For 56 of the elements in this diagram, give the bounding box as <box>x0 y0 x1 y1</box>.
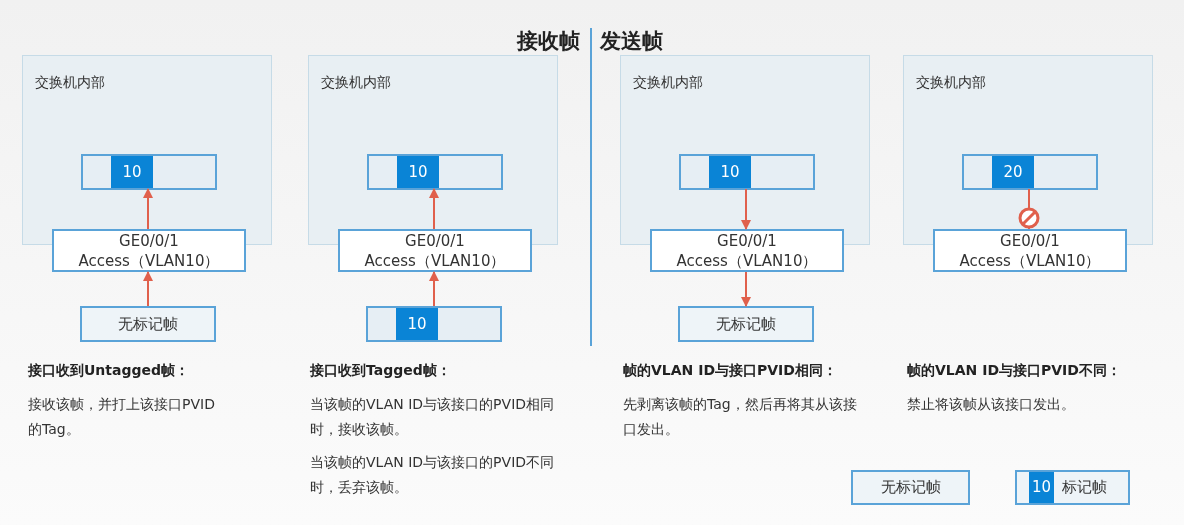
panel-title: 交换机内部 <box>916 73 986 92</box>
vlan-tag: 20 <box>992 156 1034 188</box>
arrow <box>741 188 751 230</box>
port-text: GE0/0/1 <box>405 230 465 251</box>
panel-title: 交换机内部 <box>35 73 105 92</box>
switch-internal-panel <box>903 55 1153 245</box>
tagged-frame <box>81 154 217 190</box>
vlan-tag: 10 <box>111 156 153 188</box>
description-text: 当该帧的VLAN ID与该接口的PVID不同时，丢弃该帧。 <box>310 453 556 497</box>
port-text: GE0/0/1 <box>119 230 179 251</box>
tagged-frame-legend <box>1015 470 1130 505</box>
description-heading: 帧的VLAN ID与接口PVID相同： <box>623 361 838 380</box>
panel-title: 交换机内部 <box>633 73 703 92</box>
untagged-frame <box>678 306 814 342</box>
section-heading: 接收帧 <box>515 28 580 55</box>
untagged-frame <box>80 306 216 342</box>
legend-text: 标记帧 <box>1062 477 1107 499</box>
port-text: Access（VLAN10） <box>959 250 1101 271</box>
arrow <box>429 188 439 230</box>
port-text: Access（VLAN10） <box>364 250 506 271</box>
switch-internal-panel <box>308 55 558 245</box>
switch-internal-panel <box>620 55 870 245</box>
arrow <box>741 271 751 307</box>
port-box <box>338 229 532 272</box>
frame-text: 无标记帧 <box>118 313 178 335</box>
port-text: Access（VLAN10） <box>78 250 220 271</box>
description-text: 禁止将该帧从该接口发出。 <box>907 395 1076 414</box>
arrow <box>143 271 153 307</box>
section-heading: 发送帧 <box>600 28 664 55</box>
description-text: 先剥离该帧的Tag，然后再将其从该接口发出。 <box>623 395 858 439</box>
tagged-frame <box>367 154 503 190</box>
port-box <box>650 229 844 272</box>
vlan-tag: 10 <box>1029 472 1054 503</box>
port-text: GE0/0/1 <box>1000 230 1060 251</box>
port-box <box>52 229 246 272</box>
description-text: 接收该帧，并打上该接口PVID的Tag。 <box>28 395 216 439</box>
tagged-frame <box>366 306 502 342</box>
vlan-tag: 10 <box>397 156 439 188</box>
arrow <box>429 271 439 307</box>
description-heading: 接口收到Untagged帧： <box>28 361 191 380</box>
vlan-tag: 10 <box>396 308 438 340</box>
frame-text: 无标记帧 <box>880 477 941 499</box>
panel-title: 交换机内部 <box>321 73 391 92</box>
description-heading: 接口收到Tagged帧： <box>310 361 452 380</box>
untagged-frame <box>851 470 970 505</box>
port-text: Access（VLAN10） <box>676 250 818 271</box>
port-text: GE0/0/1 <box>717 230 777 251</box>
description-text: 当该帧的VLAN ID与该接口的PVID相同时，接收该帧。 <box>310 395 556 439</box>
description-heading: 帧的VLAN ID与接口PVID不同： <box>907 361 1122 380</box>
tagged-frame <box>962 154 1098 190</box>
tagged-frame <box>679 154 815 190</box>
frame-text: 无标记帧 <box>716 313 776 335</box>
port-box <box>933 229 1127 272</box>
arrow <box>143 188 153 230</box>
vlan-tag: 10 <box>709 156 751 188</box>
switch-internal-panel <box>22 55 272 245</box>
